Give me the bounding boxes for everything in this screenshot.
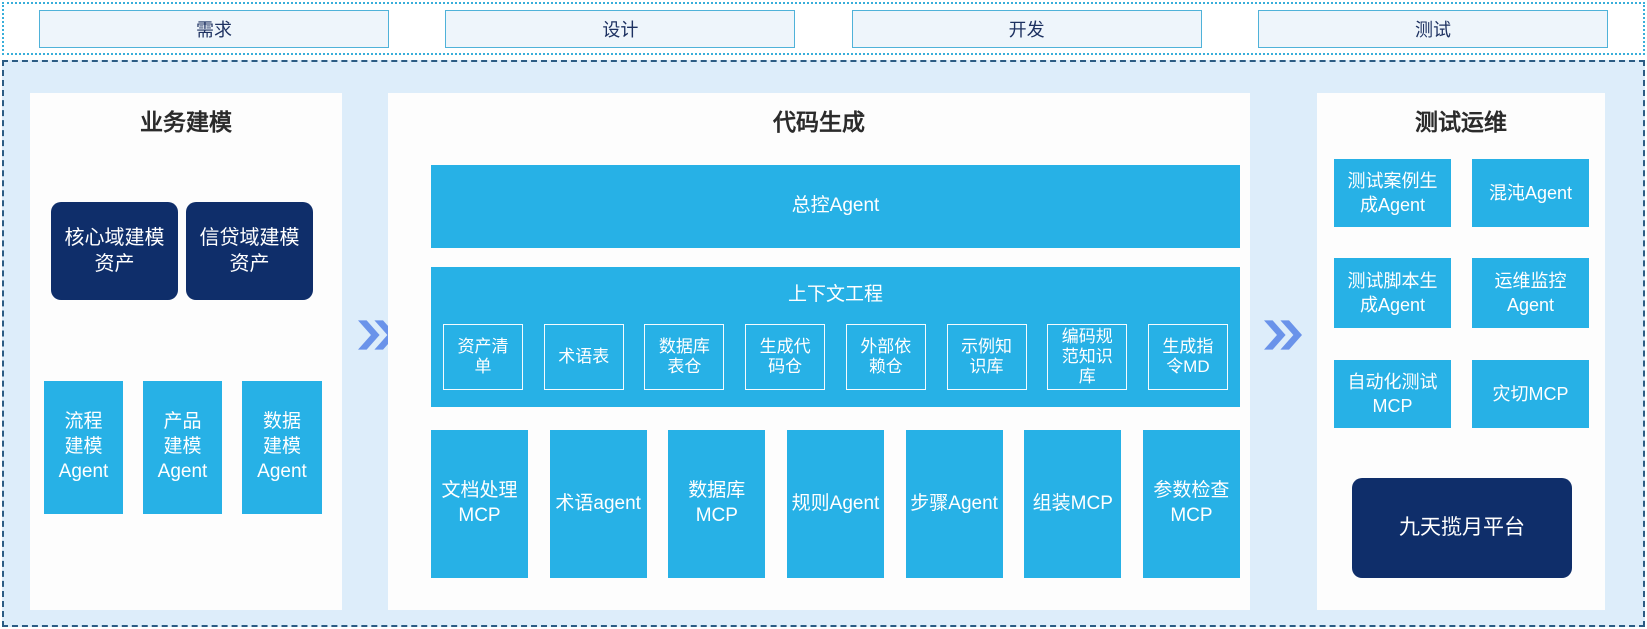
asset-list-box: 资产清 单 bbox=[443, 324, 523, 390]
external-dependency-repo-box: 外部依 赖仓 bbox=[845, 324, 926, 390]
glossary-box: 术语表 bbox=[543, 324, 624, 390]
phase-box-design: 设计 bbox=[445, 9, 796, 48]
step-agent-box: 步骤Agent bbox=[905, 430, 1003, 578]
credit-domain-modeling-asset-box: 信贷域建模 资产 bbox=[186, 202, 313, 300]
ops-monitoring-agent-box: 运维监控 Agent bbox=[1472, 258, 1589, 328]
example-knowledge-base-box: 示例知 识库 bbox=[946, 324, 1027, 390]
automated-testing-mcp-box: 自动化测试 MCP bbox=[1334, 360, 1451, 428]
coding-standard-knowledge-base-box: 编码规 范知识 库 bbox=[1047, 324, 1128, 390]
phase-box-requirements: 需求 bbox=[39, 9, 389, 48]
test-ops-title: 测试运维 bbox=[1415, 109, 1507, 135]
worker-agents-row: 文档处理 MCP 术语agent 数据库 MCP 规则Agent 步骤Agent… bbox=[431, 430, 1240, 578]
product-modeling-agent-box: 产品 建模 Agent bbox=[143, 381, 222, 514]
data-modeling-agent-box: 数据 建模 Agent bbox=[242, 381, 322, 514]
document-processing-mcp-box: 文档处理 MCP bbox=[431, 430, 528, 578]
test-case-generation-agent-box: 测试案例生 成Agent bbox=[1334, 159, 1451, 227]
process-modeling-agent-box: 流程 建模 Agent bbox=[44, 381, 123, 514]
database-table-repo-box: 数据库 表仓 bbox=[644, 324, 725, 390]
context-items-row: 资产清 单 术语表 数据库 表仓 生成代 码仓 外部依 赖仓 示例知 识库 编码… bbox=[443, 324, 1228, 390]
master-control-agent-bar: 总控Agent bbox=[431, 165, 1240, 248]
database-mcp-box: 数据库 MCP bbox=[668, 430, 766, 578]
test-ops-panel: 测试运维 测试案例生 成Agent 混沌Agent 测试脚本生 成Agent 运… bbox=[1317, 93, 1605, 610]
rule-agent-box: 规则Agent bbox=[786, 430, 884, 578]
glossary-agent-box: 术语agent bbox=[549, 430, 647, 578]
phase-box-testing: 测试 bbox=[1257, 9, 1608, 48]
double-chevron-right-icon bbox=[1264, 318, 1302, 352]
context-engineering-box: 上下文工程 资产清 单 术语表 数据库 表仓 生成代 码仓 外部依 赖仓 示例知… bbox=[431, 267, 1240, 407]
business-modeling-title: 业务建模 bbox=[140, 109, 232, 135]
code-generation-title: 代码生成 bbox=[773, 109, 865, 135]
code-generation-panel: 代码生成 总控Agent 上下文工程 资产清 单 术语表 数据库 表仓 生成代 … bbox=[388, 93, 1250, 610]
disaster-switch-mcp-box: 灾切MCP bbox=[1472, 360, 1589, 428]
business-modeling-panel: 业务建模 核心域建模 资产 信贷域建模 资产 流程 建模 Agent 产品 建模… bbox=[30, 93, 342, 610]
main-container: 业务建模 核心域建模 资产 信贷域建模 资产 流程 建模 Agent 产品 建模… bbox=[2, 60, 1645, 627]
generated-code-repo-box: 生成代 码仓 bbox=[745, 324, 826, 390]
assembly-mcp-box: 组装MCP bbox=[1024, 430, 1122, 578]
chaos-agent-box: 混沌Agent bbox=[1472, 159, 1589, 227]
phase-box-development: 开发 bbox=[851, 9, 1202, 48]
jiutian-lanyue-platform-box: 九天揽月平台 bbox=[1352, 478, 1572, 578]
phase-strip: 需求 设计 开发 测试 bbox=[2, 2, 1645, 55]
parameter-check-mcp-box: 参数检查 MCP bbox=[1142, 430, 1240, 578]
core-domain-modeling-asset-box: 核心域建模 资产 bbox=[51, 202, 178, 300]
generation-instruction-md-box: 生成指 令MD bbox=[1147, 324, 1228, 390]
test-script-generation-agent-box: 测试脚本生 成Agent bbox=[1334, 258, 1451, 328]
context-engineering-title: 上下文工程 bbox=[787, 284, 883, 305]
